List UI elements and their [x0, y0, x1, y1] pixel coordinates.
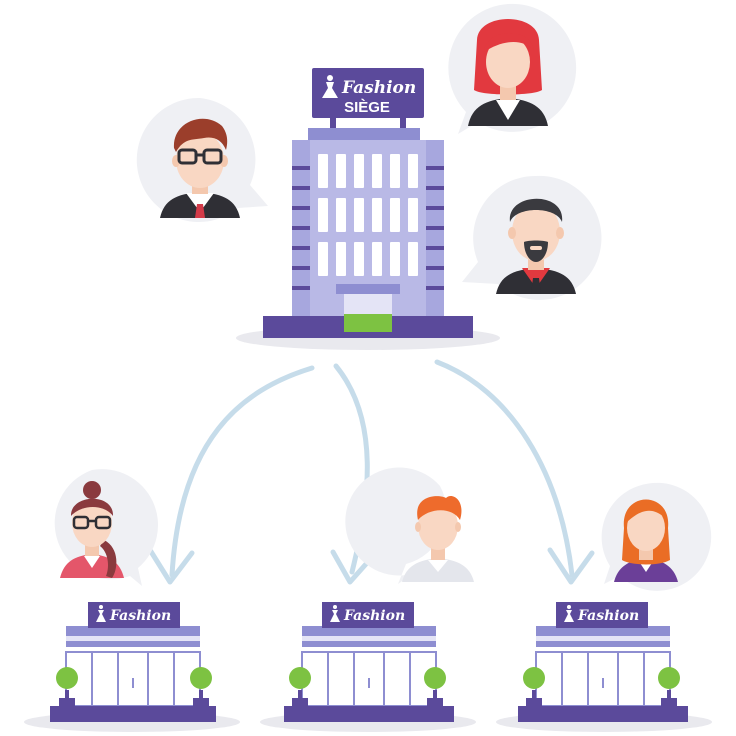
avatar-man-orange-hair	[345, 467, 474, 584]
dress-logo-icon	[96, 605, 106, 622]
store-building-right	[496, 626, 712, 732]
store-sign-brand: Fashion	[343, 608, 405, 624]
distribution-arrows	[147, 359, 595, 585]
avatar-woman-red-hair	[448, 3, 577, 135]
store-building-left	[24, 626, 240, 732]
store-building-center	[260, 626, 476, 732]
arrow-to-store-left	[169, 365, 315, 578]
glasses-icon	[177, 148, 223, 165]
hq-sign-label: SIÈGE	[344, 99, 390, 116]
glasses-icon	[72, 515, 112, 530]
tree-icon	[424, 667, 446, 706]
avatar-man-glasses	[136, 97, 268, 222]
hq-sign-brand: Fashion	[341, 78, 416, 98]
tree-icon	[56, 667, 78, 706]
store-sign-left: Fashion	[88, 602, 180, 628]
tree-icon	[289, 667, 311, 706]
store-sign-right: Fashion	[556, 602, 648, 628]
arrow-to-store-right	[434, 359, 575, 578]
store-sign-brand: Fashion	[109, 608, 171, 624]
arrow-head-store-left	[147, 547, 195, 585]
avatar-woman-bun-glasses	[54, 469, 159, 586]
tree-icon	[658, 667, 680, 706]
store-sign-brand: Fashion	[577, 608, 639, 624]
hq-side-floors	[292, 166, 444, 290]
dress-logo-icon	[330, 605, 340, 622]
arrow-head-store-right	[547, 547, 595, 585]
avatar-man-beard	[462, 175, 602, 300]
dress-logo-icon	[564, 605, 574, 622]
hq-sign: Fashion SIÈGE	[312, 68, 424, 118]
store-sign-center: Fashion	[322, 602, 414, 628]
avatar-woman-orange-hair	[601, 482, 712, 591]
headquarters-building	[236, 116, 500, 350]
tree-icon	[523, 667, 545, 706]
tree-icon	[190, 667, 212, 706]
dress-logo-icon	[322, 75, 338, 98]
